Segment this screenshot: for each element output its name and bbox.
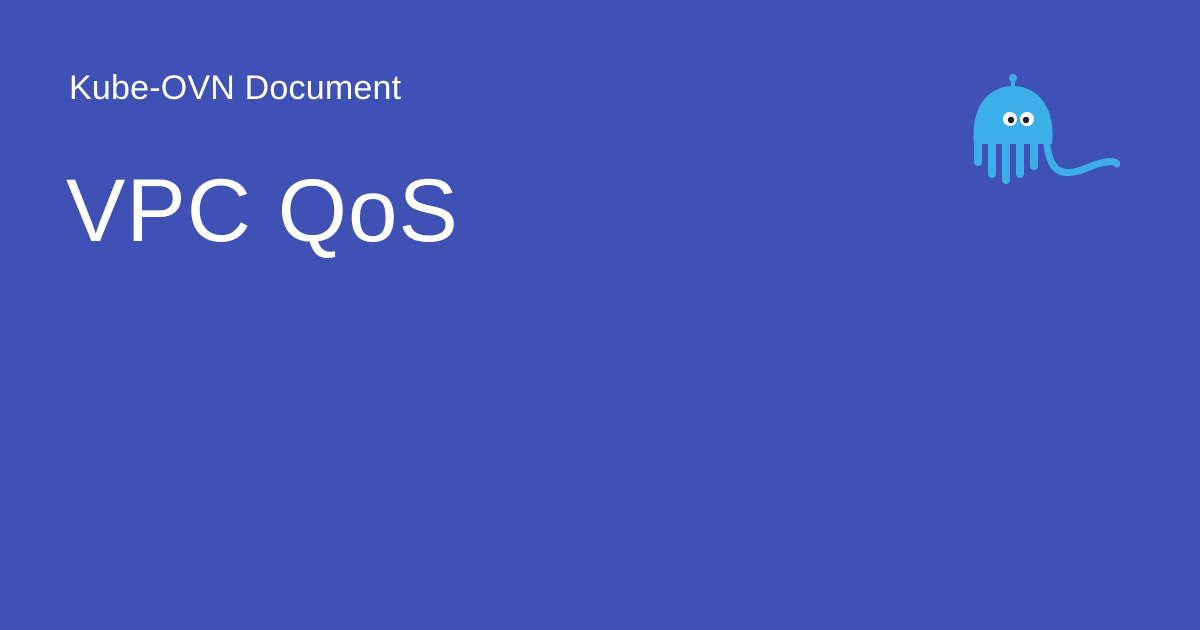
- kube-ovn-logo: [966, 74, 1120, 190]
- site-name: Kube-OVN Document: [69, 69, 402, 107]
- octopus-mascot-icon: [973, 74, 1120, 184]
- page-title: VPC QoS: [66, 160, 459, 260]
